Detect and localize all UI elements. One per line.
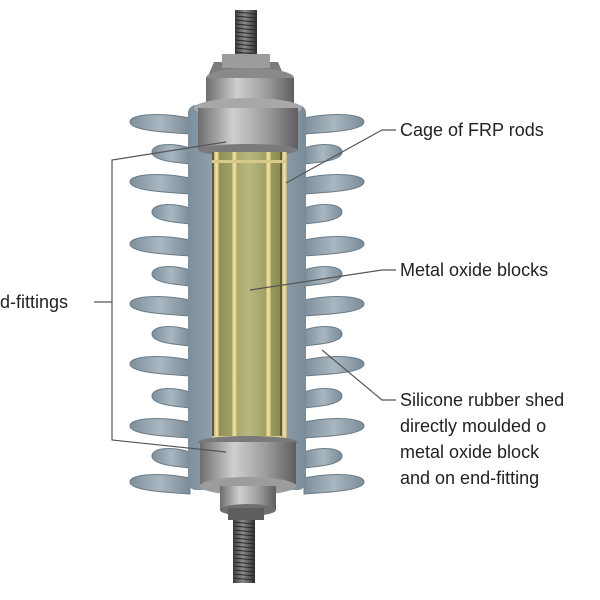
silicone-sheds <box>129 114 365 495</box>
shed-fin-right <box>303 356 365 377</box>
frp-rod <box>232 152 237 440</box>
shed-fin-right <box>303 296 365 317</box>
frp-rod <box>266 152 271 440</box>
shed-fin-left <box>151 448 191 469</box>
shed-fin-left <box>129 418 191 439</box>
shed-fin-right <box>303 418 365 439</box>
shed-fin-left <box>129 356 191 377</box>
shed-fin-left <box>129 474 191 495</box>
silicone-label-line4: and on end-fitting <box>400 468 539 488</box>
shed-fin-left <box>151 266 191 287</box>
shed-fin-right <box>303 114 365 135</box>
leader-lines <box>94 129 396 453</box>
shed-fin-right <box>303 448 343 469</box>
shed-fin-left <box>151 326 191 347</box>
end-fittings-label: d-fittings <box>0 292 68 312</box>
frp-rod <box>214 152 219 440</box>
top-end-fitting <box>194 54 302 156</box>
silicone-leader <box>321 349 396 401</box>
shed-fin-right <box>303 388 343 409</box>
block-joint <box>212 160 286 163</box>
shed-fin-left <box>129 174 191 195</box>
shed-fin-right <box>303 474 365 495</box>
shed-fin-right <box>303 326 343 347</box>
cage-label: Cage of FRP rods <box>400 120 544 140</box>
end-fittings-bracket <box>111 141 227 453</box>
shed-fin-left <box>151 388 191 409</box>
silicone-label-line2: directly moulded o <box>400 416 546 436</box>
metal-oxide-core <box>212 152 286 440</box>
silicone-label-line3: metal oxide block <box>400 442 540 462</box>
metal-oxide-leader <box>249 269 396 291</box>
bottom-end-fitting <box>198 436 298 520</box>
shed-fin-right <box>303 174 365 195</box>
shed-fin-left <box>151 144 191 165</box>
shed-fin-right <box>303 204 343 225</box>
metal-oxide-label: Metal oxide blocks <box>400 260 548 280</box>
shed-fin-right <box>303 236 365 257</box>
bottom-bolt <box>232 515 256 583</box>
shed-fin-right <box>303 266 343 287</box>
shed-fin-left <box>129 236 191 257</box>
silicone-label-line1: Silicone rubber shed <box>400 390 564 410</box>
frp-rod <box>282 152 287 440</box>
cage-leader <box>285 129 396 184</box>
shed-fin-left <box>151 204 191 225</box>
shed-fin-right <box>303 144 343 165</box>
shed-fin-left <box>129 296 191 317</box>
shed-fin-left <box>129 114 191 135</box>
